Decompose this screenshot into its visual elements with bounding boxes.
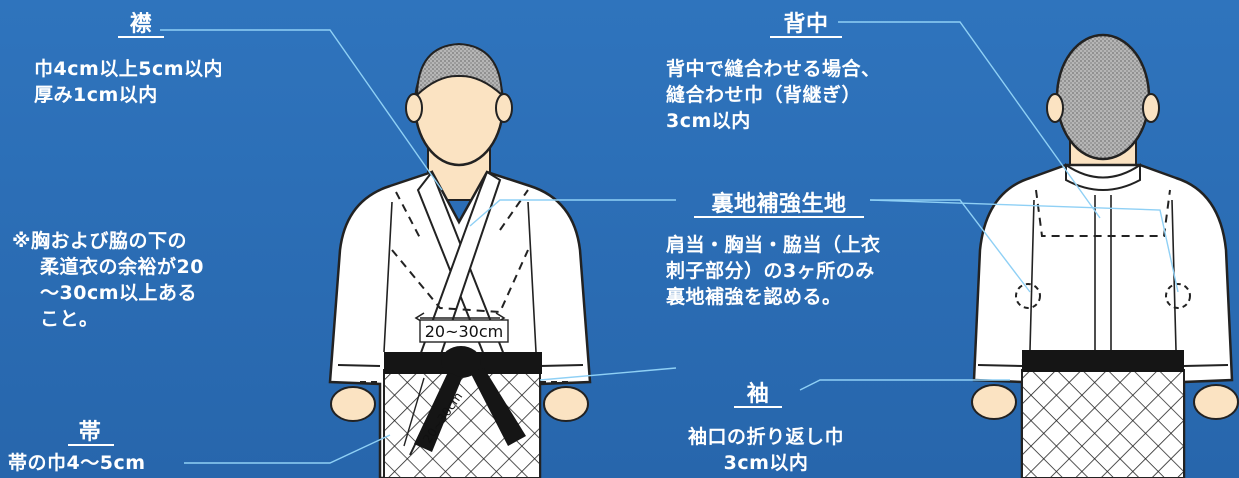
- back-head: [1055, 33, 1151, 161]
- back-figure: [971, 33, 1239, 478]
- collar-line: 厚み1cm以内: [34, 84, 158, 106]
- sleeve-line: 袖口の折り返し巾: [688, 426, 845, 448]
- belt-underline: [68, 444, 114, 446]
- collar-heading: 襟: [129, 12, 153, 37]
- chest-gap-label: 20~30cm: [419, 319, 509, 343]
- back-underline: [770, 36, 842, 38]
- back-line: 3cm以内: [666, 110, 751, 132]
- note-line: こと。: [40, 308, 99, 330]
- belt-description: 帯の巾4～5cm: [8, 450, 146, 476]
- sleeve-description: 袖口の折り返し巾 3cm以内: [688, 424, 844, 476]
- sleeve-line: 3cm以内: [723, 452, 809, 474]
- lining-description: 肩当・胸当・脇当（上衣 刺子部分）の3ヶ所のみ 裏地補強を認める。: [666, 232, 881, 310]
- back-heading: 背中: [783, 12, 829, 37]
- collar-line: 巾4cm以上5cm以内: [34, 58, 224, 80]
- sleeve-heading: 袖: [746, 382, 770, 407]
- back-line: 背中で縫合わせる場合、: [666, 58, 881, 80]
- belt-line: 帯の巾4～5cm: [8, 452, 146, 474]
- front-hair: [415, 42, 504, 98]
- collar-underline: [118, 36, 164, 38]
- fit-note: ※胸および脇の下の 柔道衣の余裕が20 ～30cm以上ある こと。: [12, 228, 204, 332]
- front-right-hand: [543, 386, 589, 422]
- note-line: ※胸および脇の下の: [12, 230, 187, 252]
- leader-lines: [160, 21, 1179, 464]
- lining-line: 裏地補強を認める。: [666, 286, 842, 308]
- lining-line: 刺子部分）の3ヶ所のみ: [666, 260, 875, 282]
- back-belt: [1022, 350, 1184, 372]
- belt-end-left: [414, 372, 462, 452]
- collar-description: 巾4cm以上5cm以内 厚み1cm以内: [34, 56, 223, 108]
- back-description: 背中で縫合わせる場合、 縫合わせ巾（背継ぎ） 3cm以内: [666, 56, 881, 134]
- belt-end-right: [470, 368, 526, 446]
- lining-heading: 裏地補強生地: [711, 192, 847, 217]
- lining-underline: [694, 216, 864, 218]
- lining-line: 肩当・胸当・脇当（上衣: [666, 234, 881, 256]
- belt-heading: 帯: [78, 420, 102, 445]
- front-figure: [328, 42, 592, 478]
- sleeve-underline: [734, 406, 782, 408]
- chest-gap-text: 20~30cm: [425, 322, 504, 341]
- note-line: ～30cm以上ある: [40, 282, 198, 304]
- front-left-hand: [330, 386, 376, 422]
- note-line: 柔道衣の余裕が20: [40, 256, 204, 278]
- back-line: 縫合わせ巾（背継ぎ）: [666, 84, 862, 106]
